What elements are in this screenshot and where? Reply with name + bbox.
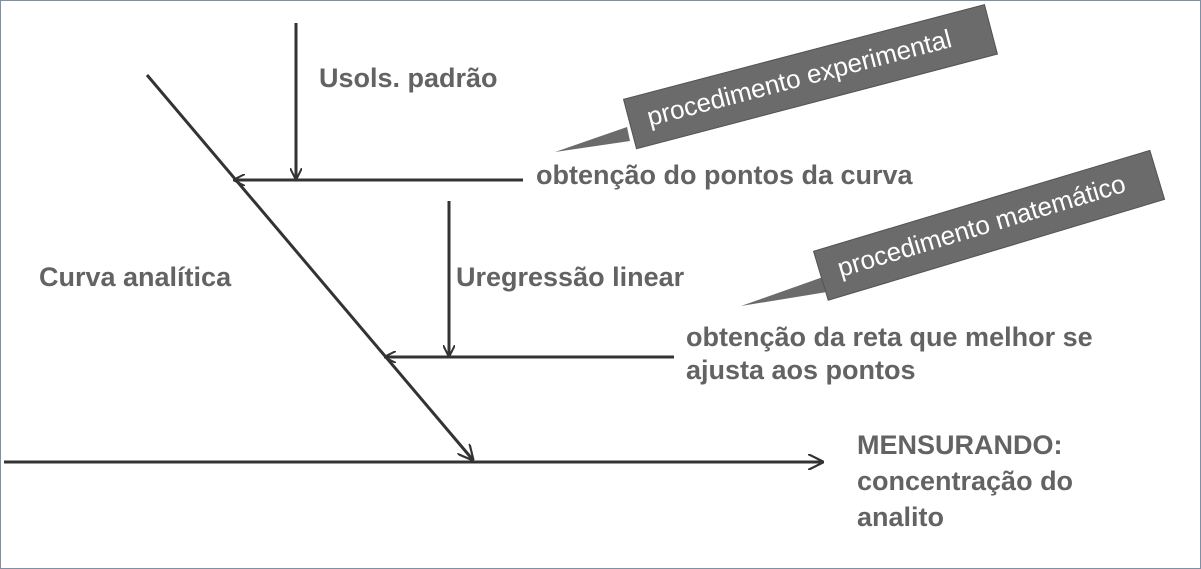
lower-cause-label: Uregressão linear: [456, 262, 685, 292]
lower-branch-label-line1: obtenção da reta que melhor se: [686, 322, 1093, 352]
effect-label-line1: MENSURANDO:: [857, 430, 1063, 460]
effect-label-line2: concentração do: [857, 466, 1074, 496]
main-bone-arrow: [145, 74, 473, 460]
upper-branch-label: obtenção do pontos da curva: [536, 160, 913, 190]
effect-label-line3: analito: [857, 502, 945, 532]
lower-branch-label: obtenção da reta que melhor se ajusta ao…: [686, 321, 1093, 387]
effect-label: MENSURANDO: concentração do analito: [857, 427, 1073, 535]
lower-branch-label-line2: ajusta aos pontos: [686, 355, 916, 385]
experimental-tag-pointer: [555, 127, 630, 152]
mathematical-tag-pointer: [741, 277, 827, 306]
upper-cause-label: Usols. padrão: [319, 63, 498, 93]
main-bone-label: Curva analítica: [39, 262, 232, 292]
